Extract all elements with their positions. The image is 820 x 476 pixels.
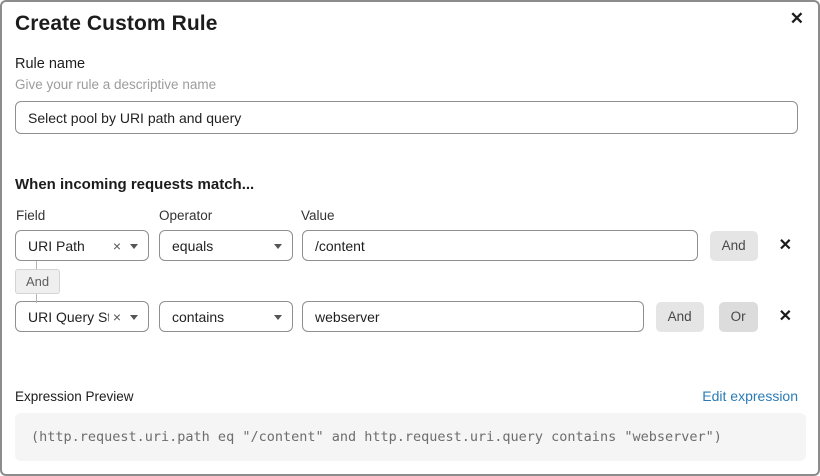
close-icon[interactable]: ✕ [789,9,804,28]
chevron-down-icon [274,243,282,249]
expression-text: (http.request.uri.path eq "/content" and… [31,429,722,445]
edit-expression-link[interactable]: Edit expression [702,388,798,404]
value-input[interactable] [302,230,698,261]
add-and-condition-button[interactable]: And [709,230,758,261]
field-select[interactable]: URI Path × [15,230,149,261]
expression-preview-code: (http.request.uri.path eq "/content" and… [15,413,806,461]
condition-row-2: URI Query St... × contains And Or ✕ [15,301,798,332]
add-and-condition-button[interactable]: And [655,301,704,332]
and-connector-badge: And [15,269,61,294]
add-or-condition-button[interactable]: Or [718,301,758,332]
field-select[interactable]: URI Query St... × [15,301,149,332]
operator-select-value: contains [172,308,225,325]
value-input[interactable] [302,301,644,332]
value-column-label: Value [301,208,335,223]
condition-row-1: URI Path × equals And ✕ [15,230,798,261]
operator-select-value: equals [172,237,214,254]
rule-name-input[interactable] [15,101,798,134]
condition-connector: And [15,261,798,303]
rule-name-helper: Give your rule a descriptive name [15,77,217,92]
operator-select[interactable]: equals [159,230,293,261]
dialog-header: Create Custom Rule ✕ [15,10,804,39]
remove-condition-icon[interactable]: ✕ [773,237,798,254]
operator-select[interactable]: contains [159,301,293,332]
field-select-value: URI Path [28,237,85,254]
clear-selection-icon[interactable]: × [112,308,121,325]
operator-column-label: Operator [159,208,213,223]
remove-condition-icon[interactable]: ✕ [773,308,798,325]
clear-selection-icon[interactable]: × [112,237,121,254]
chevron-down-icon [274,314,282,320]
field-column-label: Field [16,208,46,223]
field-select-value: URI Query St... [28,308,109,325]
condition-column-labels: Field Operator Value [15,208,798,223]
page-title: Create Custom Rule [15,12,218,35]
expression-preview-header: Expression Preview Edit expression [15,388,798,404]
chevron-down-icon [130,314,138,320]
chevron-down-icon [130,243,138,249]
expression-preview-label: Expression Preview [15,389,134,404]
rule-name-label: Rule name [15,56,86,72]
match-section-heading: When incoming requests match... [15,176,255,193]
